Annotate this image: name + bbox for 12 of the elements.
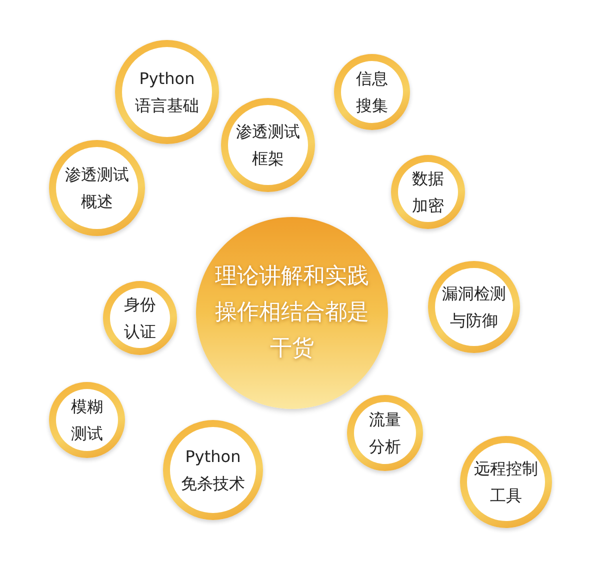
topic-text: 模糊测试 [70,396,104,445]
topic-text: 数据加密 [411,168,445,217]
topic-text: 渗透测试框架 [235,121,301,170]
topic-text: 渗透测试概述 [64,164,130,213]
topic-text: 漏洞检测与防御 [441,283,507,332]
topic-text: 信息搜集 [355,68,389,117]
topic-text: 身份认证 [123,294,157,343]
topic-text: Python 语言基础 [134,68,200,117]
topic-text: 流量分析 [368,409,402,458]
topic-text: 远程控制工具 [473,458,539,507]
topic-text: Python 免杀技术 [180,446,246,495]
central-text: 理论讲解和实践操作相结合都是干货 [214,263,370,363]
